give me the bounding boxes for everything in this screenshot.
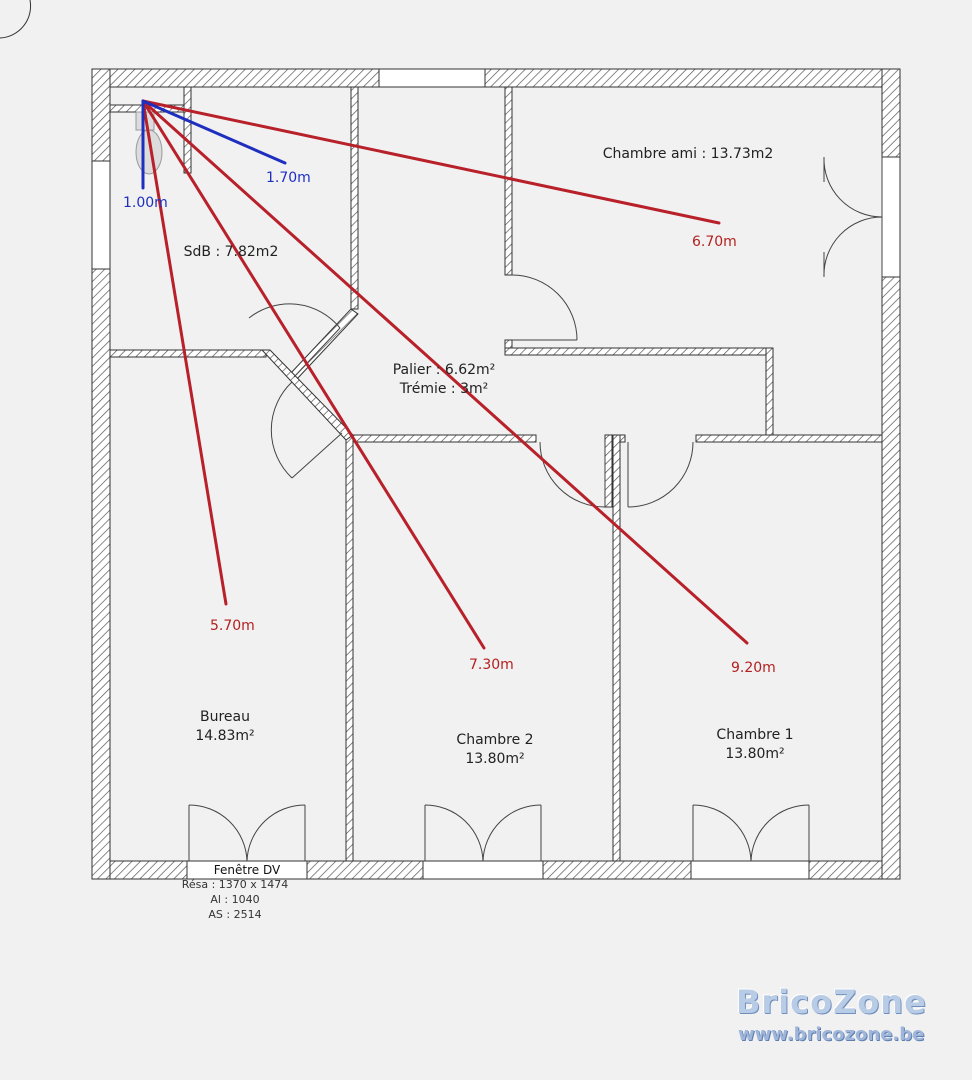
measure-label-170: 1.70m xyxy=(266,170,311,186)
room-label-chambre-1: Chambre 1 xyxy=(716,727,794,743)
watermark-url: www.bricozone.be xyxy=(738,1024,925,1045)
corner-arc xyxy=(0,0,32,39)
window-note-resa: Résa : 1370 x 1474 xyxy=(181,878,289,891)
room-area-chambre-2: 13.80m² xyxy=(465,751,525,767)
room-label-tremie: Trémie : 3m² xyxy=(399,381,489,397)
room-label-bureau: Bureau xyxy=(200,709,250,725)
measure-line-170 xyxy=(141,99,287,165)
measure-label-730: 7.30m xyxy=(469,657,514,673)
measure-line-670 xyxy=(141,99,721,225)
measure-line-730 xyxy=(141,99,486,650)
room-label-palier: Palier : 6.62m² xyxy=(392,362,496,378)
window-note-as: AS : 2514 xyxy=(208,908,262,921)
room-area-bureau: 14.83m² xyxy=(195,728,255,744)
window-note-al: Al : 1040 xyxy=(210,893,260,906)
door-swings xyxy=(188,156,883,862)
measure-line-570 xyxy=(141,99,228,606)
measure-label-570: 5.70m xyxy=(210,618,255,634)
measure-label-100: 1.00m xyxy=(123,195,168,211)
room-label-chambre-ami: Chambre ami : 13.73m2 xyxy=(602,146,774,162)
room-label-sdb: SdB : 7.82m2 xyxy=(183,244,279,260)
outer-windows xyxy=(91,68,901,880)
measure-line-920 xyxy=(141,99,749,645)
window-note-title: Fenêtre DV xyxy=(213,863,281,877)
measurement-lines xyxy=(141,99,749,650)
room-label-chambre-2: Chambre 2 xyxy=(456,732,534,748)
measure-label-670: 6.70m xyxy=(692,234,737,250)
room-area-chambre-1: 13.80m² xyxy=(725,746,785,762)
measure-label-920: 9.20m xyxy=(731,660,776,676)
watermark-brand: BricoZone xyxy=(736,983,927,1021)
